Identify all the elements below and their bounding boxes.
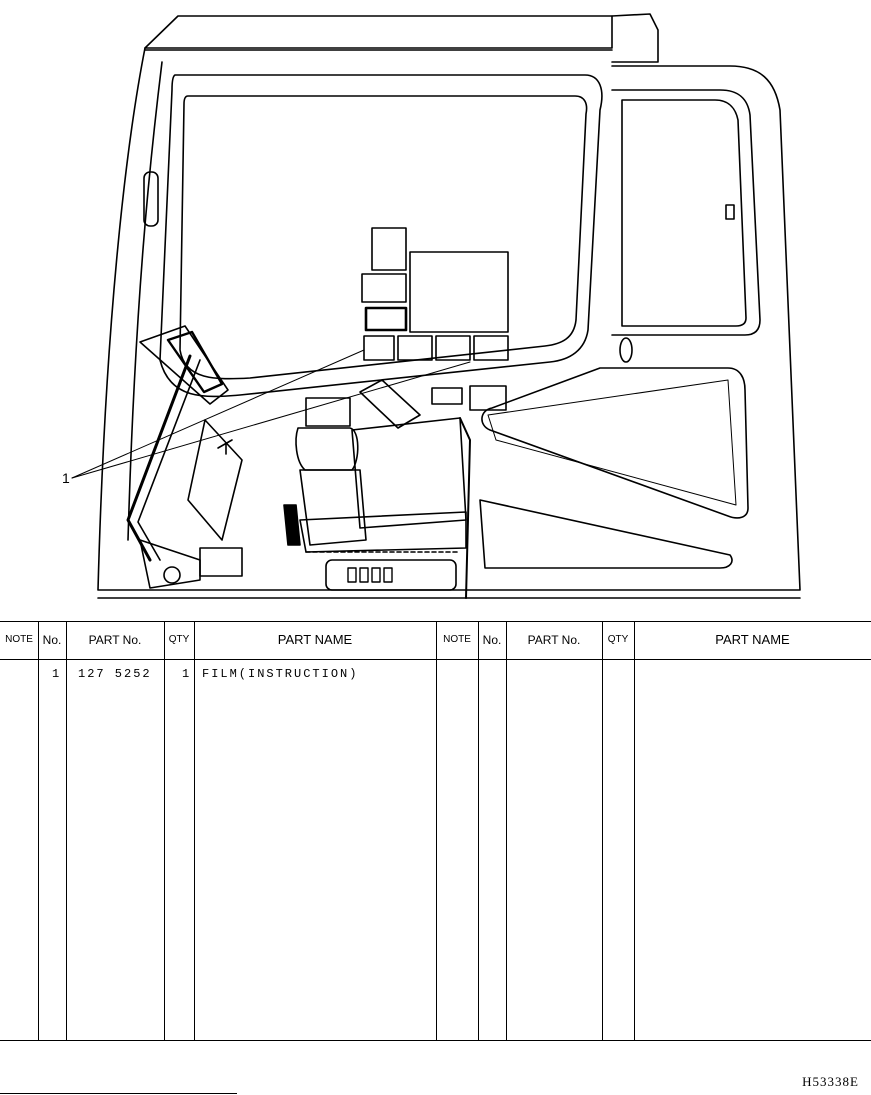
col-divider: [634, 621, 635, 1040]
header-no-right: No.: [482, 633, 502, 647]
roof-panel: [144, 15, 613, 49]
decal: [361, 273, 407, 303]
seat-headrest: [295, 427, 359, 471]
seat-knob: [283, 504, 301, 546]
side-window-upper-outer: [611, 89, 761, 336]
cab-interior-drawing: [71, 13, 801, 599]
front-glass-inner: [179, 95, 588, 380]
half-divider: [436, 621, 437, 1040]
side-window-latch: [725, 204, 735, 220]
col-divider: [194, 621, 195, 1040]
cab-diagram: 1: [62, 13, 801, 599]
side-window-lower-inner: [487, 379, 737, 506]
decal-large: [409, 251, 509, 333]
decal: [435, 335, 471, 361]
drawing-code: H53338E: [802, 1074, 859, 1089]
rear-wall: [459, 417, 471, 599]
decal: [469, 385, 507, 411]
decal-small: [431, 387, 463, 405]
footer-rule: [0, 1093, 237, 1094]
side-window-knob: [619, 337, 633, 363]
header-part-no: PART No.: [88, 633, 142, 647]
seat-back: [351, 417, 467, 529]
control-box-face: [166, 330, 224, 394]
lever-arm: [126, 354, 192, 562]
side-window-lower: [481, 367, 749, 519]
console-switch: [217, 439, 233, 455]
decal-highlighted: [364, 306, 408, 332]
table-bottom-rule: [0, 1040, 871, 1041]
pedal-hub: [163, 566, 181, 584]
leader-line: [71, 361, 471, 479]
cab-outer-frame: [97, 47, 801, 591]
header-part-no-right: PART No.: [527, 633, 581, 647]
header-qty: QTY: [168, 634, 190, 645]
seat-base: [325, 559, 457, 591]
seat-cushion: [299, 511, 467, 553]
header-part-name: PART NAME: [277, 632, 353, 647]
decal: [371, 227, 407, 271]
row-qty: 1: [182, 667, 192, 681]
col-divider: [164, 621, 165, 1040]
decal: [305, 397, 351, 427]
header-bottom-rule: [0, 659, 871, 660]
col-divider: [478, 621, 479, 1040]
control-box: [139, 325, 229, 405]
header-no: No.: [42, 633, 62, 647]
leader-line: [71, 349, 365, 479]
front-pillar: [127, 61, 163, 541]
row-part-no: 127 5252: [78, 667, 152, 681]
header-part-name-right: PART NAME: [715, 632, 790, 647]
front-glass-outer: [159, 74, 603, 398]
side-console: [187, 419, 243, 541]
header-note: NOTE: [5, 634, 33, 645]
decal: [199, 547, 243, 577]
roof-rear: [611, 13, 659, 63]
pedal-base: [139, 539, 201, 589]
callout-label: 1: [62, 470, 70, 486]
armrest-lever: [359, 379, 421, 429]
col-divider: [602, 621, 603, 1040]
lever-arm-edge: [137, 359, 201, 561]
row-no: 1: [52, 667, 62, 681]
col-divider: [38, 621, 39, 1040]
col-divider: [66, 621, 67, 1040]
row-part-name: FILM(INSTRUCTION): [202, 667, 359, 681]
col-divider: [506, 621, 507, 1040]
seat-base-slots: [347, 567, 393, 583]
side-window-upper-inner: [621, 99, 747, 327]
side-panel-lower: [479, 499, 733, 569]
header-qty-right: QTY: [607, 634, 629, 645]
decal: [363, 335, 395, 361]
header-note-right: NOTE: [443, 634, 471, 645]
decal: [473, 335, 509, 361]
door-handle: [143, 171, 159, 227]
table-top-rule: [0, 621, 871, 622]
parts-table: NOTE No. PART No. QTY PART NAME NOTE No.…: [0, 621, 871, 1041]
decal: [397, 335, 433, 361]
